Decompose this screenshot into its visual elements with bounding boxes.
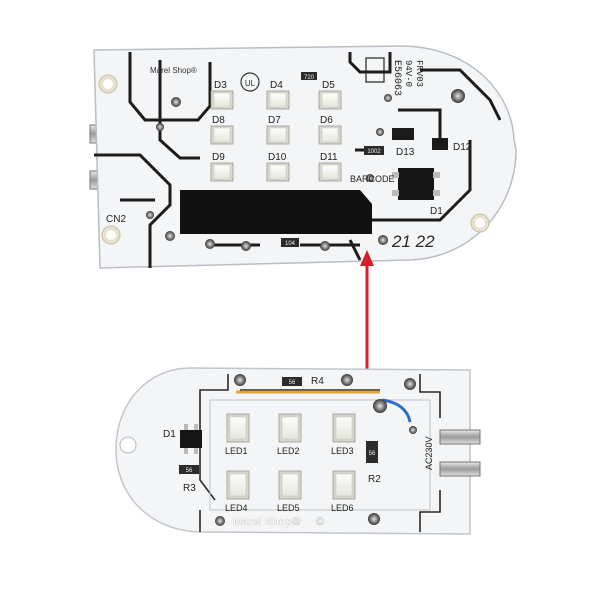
label-r2: R2 (368, 474, 381, 485)
voltage-label: AC230V (424, 436, 434, 470)
top-shop-mark: Marel Shop® (150, 66, 197, 75)
diode-d13-chip (392, 128, 414, 140)
led-d8: D8 (210, 115, 234, 145)
led-d7: D7 (266, 115, 290, 145)
resistor-code-r2: 56 (369, 451, 376, 457)
barcode-label: BARCODE (350, 174, 395, 184)
led-label-d10: D10 (268, 152, 287, 163)
led-led5: LED5 (277, 470, 302, 513)
led-label-d7: D7 (268, 115, 281, 126)
part-number: E56063 (391, 60, 402, 96)
led-label-d4: D4 (270, 80, 283, 91)
label-d1: D1 (163, 429, 176, 440)
resistor-code-1002: 1002 (367, 149, 381, 155)
led-d6: D6 (318, 115, 342, 145)
led-label-led2: LED2 (277, 446, 300, 456)
resistor-code-r3: 56 (186, 468, 193, 474)
led-label-led3: LED3 (331, 446, 354, 456)
led-label-led4: LED4 (225, 503, 248, 513)
bottom-chip-d1 (180, 424, 202, 454)
svg-text:UL: UL (245, 79, 256, 88)
bottom-screw-holes (119, 374, 417, 526)
top-resistors: 720 1002 104 (281, 72, 384, 247)
ul-mark-icon: UL (240, 72, 260, 92)
led-d5: D5 (318, 80, 342, 110)
bottom-connector-pins (439, 429, 481, 477)
resistor-code-104: 104 (285, 241, 296, 247)
connector-label: CN2 (106, 214, 126, 225)
led-label-d5: D5 (322, 80, 335, 91)
led-label-d11: D11 (320, 152, 338, 163)
bottom-resistors: 56 56 56 (179, 377, 378, 474)
led-led3: LED3 (331, 413, 356, 456)
top-copper-pour (180, 190, 372, 234)
part-sub: 94V-0 (403, 60, 413, 87)
bottom-traces (199, 374, 441, 532)
resistor-code-r4: 56 (289, 380, 296, 386)
led-label-led5: LED5 (277, 503, 300, 513)
diode-d12-chip (432, 138, 448, 150)
led-led4: LED4 (225, 470, 250, 513)
diode-d12-label: D12 (453, 142, 472, 153)
led-label-d9: D9 (212, 152, 225, 163)
diode-d1-label: D1 (430, 206, 443, 217)
bottom-shop-mark: Marel Shop® (233, 516, 300, 528)
bottom-copyright: © (316, 516, 324, 528)
label-r3: R3 (183, 483, 196, 494)
date-code: 21 22 (391, 232, 435, 251)
led-led1: LED1 (225, 413, 250, 456)
led-led2: LED2 (277, 413, 302, 456)
label-r4: R4 (311, 376, 324, 387)
led-led6: LED6 (331, 470, 356, 513)
led-d9: D9 (210, 152, 234, 182)
led-label-d8: D8 (212, 115, 225, 126)
ce-mark-icon (365, 57, 385, 83)
led-d4: D4 (266, 80, 290, 110)
led-label-d6: D6 (320, 115, 333, 126)
led-d3: D3 (210, 80, 234, 110)
led-label-led1: LED1 (225, 446, 248, 456)
led-label-d3: D3 (214, 80, 227, 91)
part-rev: FRV03 (414, 60, 424, 87)
led-label-led6: LED6 (331, 503, 354, 513)
resistor-code-720: 720 (304, 75, 315, 81)
top-screw-holes (98, 74, 490, 251)
bridge-rectifier-d1 (392, 168, 440, 200)
led-d11: D11 (318, 152, 342, 182)
diode-d13-label: D13 (396, 147, 415, 158)
top-traces (94, 52, 502, 268)
led-d10: D10 (266, 152, 290, 182)
bottom-blue-wire (381, 398, 412, 423)
